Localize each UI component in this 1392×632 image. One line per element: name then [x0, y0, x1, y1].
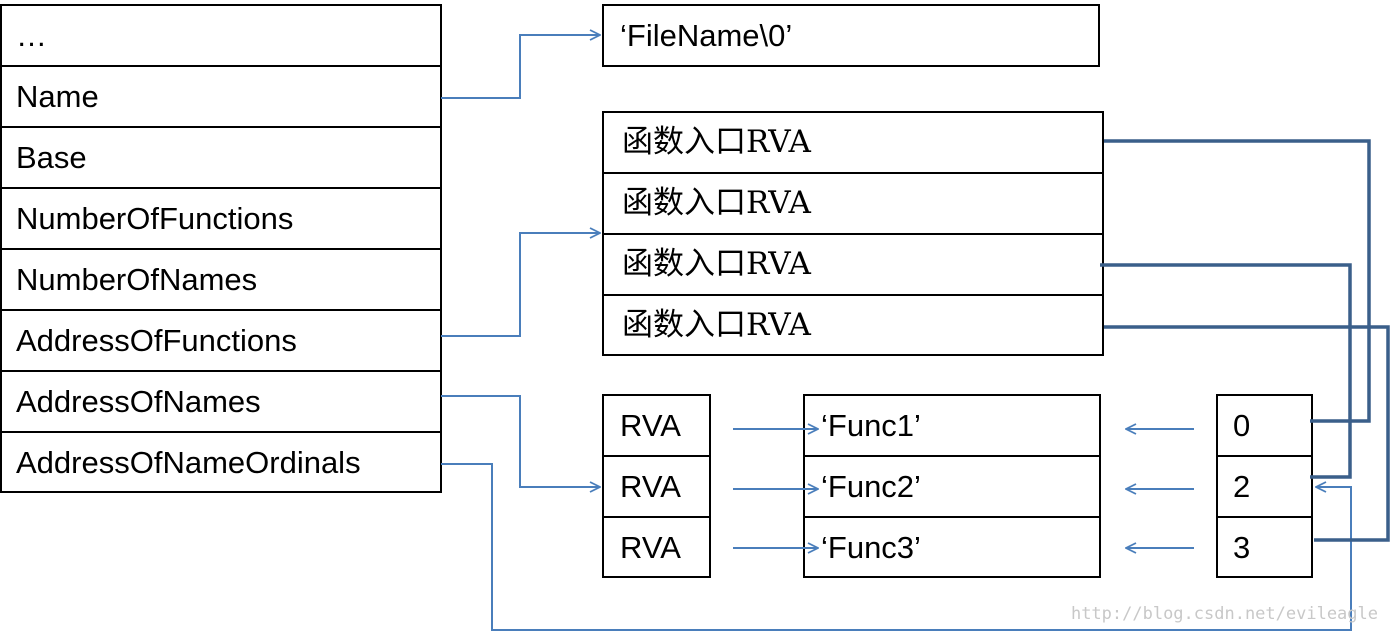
name-to-filename-arrow	[441, 35, 600, 99]
field-address-of-names: AddressOfNames	[0, 370, 442, 433]
name-rva-entry: RVA	[602, 394, 711, 457]
func-name-entry: ‘Func1’	[803, 394, 1101, 457]
field-number-of-functions: NumberOfFunctions	[0, 187, 442, 250]
field-address-of-name-ordinals: AddressOfNameOrdinals	[0, 431, 442, 493]
field-number-of-names: NumberOfNames	[0, 248, 442, 311]
address-of-functions-arrow	[441, 233, 600, 337]
ordinal-entry: 2	[1216, 455, 1313, 518]
field-base: Base	[0, 126, 442, 189]
ordinal-entry: 0	[1216, 394, 1313, 457]
function-rva-entry: 函数入口RVA	[602, 233, 1104, 296]
func-name-entry: ‘Func2’	[803, 455, 1101, 518]
func-name-entry: ‘Func3’	[803, 516, 1101, 578]
function-rva-entry: 函数入口RVA	[602, 294, 1104, 356]
name-rva-entry: RVA	[602, 516, 711, 578]
file-name-box: ‘FileName\0’	[602, 4, 1100, 67]
field-ellipsis: …	[0, 4, 442, 67]
field-address-of-functions: AddressOfFunctions	[0, 309, 442, 372]
function-rva-entry: 函数入口RVA	[602, 172, 1104, 235]
field-name: Name	[0, 65, 442, 128]
name-rva-entry: RVA	[602, 455, 711, 518]
watermark-url: http://blog.csdn.net/evileagle	[1070, 604, 1378, 624]
ordinal-0-link	[1104, 139, 1371, 423]
address-of-names-arrow	[441, 395, 600, 487]
function-rva-entry: 函数入口RVA	[602, 111, 1104, 174]
ordinal-entry: 3	[1216, 516, 1313, 578]
